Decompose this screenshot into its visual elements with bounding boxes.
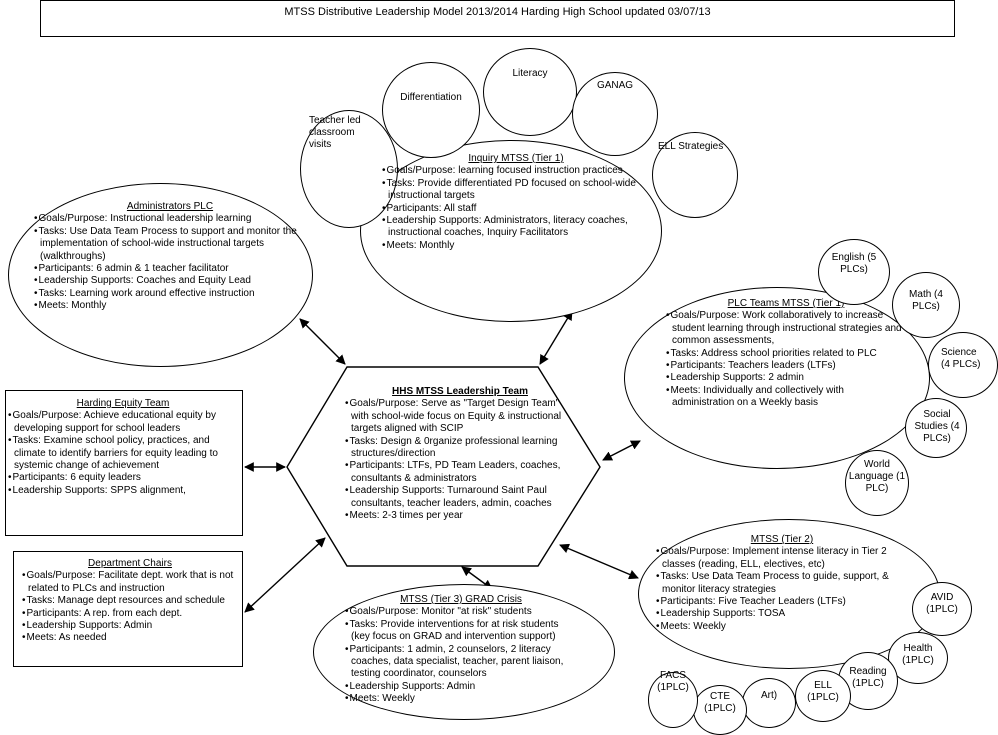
tier3-item: Tasks: Provide interventions for at risk… [345, 619, 577, 644]
admin-item: Leadership Supports: Coaches and Equity … [34, 275, 306, 287]
teacher-led-label: Teacher led classroom visits [309, 115, 361, 150]
plc-heading: PLC Teams MTSS (Tier 1) [727, 298, 845, 309]
plc-item: Participants: Teachers leaders (LTFs) [666, 360, 906, 372]
bubble-world-language [845, 450, 909, 516]
dept-heading: Department Chairs [88, 558, 172, 569]
bubble-math [892, 272, 960, 338]
english-label: English (5 PLCs) [831, 252, 877, 275]
world-language-label: World Language (1 PLC) [848, 459, 906, 494]
arrow-tier2 [559, 543, 639, 580]
inquiry-item: Goals/Purpose: learning focused instruct… [382, 165, 650, 177]
bubble-literacy [483, 48, 577, 136]
ell-label: ELL (1PLC) [807, 680, 839, 703]
equity-text: Harding Equity Team Goals/Purpose: Achie… [8, 398, 238, 497]
inquiry-heading: Inquiry MTSS (Tier 1) [468, 153, 564, 164]
plc-item: Meets: Individually and collectively wit… [666, 385, 906, 410]
inquiry-item: Tasks: Provide differentiated PD focused… [382, 178, 650, 203]
inquiry-text: Inquiry MTSS (Tier 1) Goals/Purpose: lea… [382, 153, 650, 252]
inquiry-item: Participants: All staff [382, 203, 650, 215]
plc-item: Goals/Purpose: Work collaboratively to i… [666, 310, 906, 347]
tier2-item: Meets: Weekly [656, 621, 908, 633]
center-item: Participants: LTFs, PD Team Leaders, coa… [345, 460, 575, 485]
ell-strategies-label: ELL Strategies [658, 141, 724, 152]
health-label: Health (1PLC) [902, 643, 934, 666]
science-label: Science (4 PLCs) [941, 347, 981, 370]
equity-item: Participants: 6 equity leaders [8, 472, 238, 484]
equity-item: Goals/Purpose: Achieve educational equit… [8, 410, 238, 435]
cte-label: CTE (1PLC) [704, 691, 736, 714]
center-item: Meets: 2-3 times per year [345, 510, 575, 522]
bubble-facs [648, 672, 698, 728]
tier2-text: MTSS (Tier 2) Goals/Purpose: Implement i… [656, 534, 908, 633]
reading-label: Reading (1PLC) [849, 666, 887, 689]
bubble-health [888, 632, 948, 684]
bubble-ell [795, 670, 851, 722]
tier2-heading: MTSS (Tier 2) [750, 534, 814, 545]
ganag-label: GANAG [596, 80, 634, 91]
arrow-plc [602, 440, 641, 461]
dept-text: Department Chairs Goals/Purpose: Facilit… [22, 558, 238, 645]
center-item: Tasks: Design & 0rganize professional le… [345, 436, 575, 461]
math-label: Math (4 PLCs) [909, 289, 943, 312]
dept-item: Goals/Purpose: Facilitate dept. work tha… [22, 570, 238, 595]
inquiry-item: Leadership Supports: Administrators, lit… [382, 215, 650, 240]
plc-text: PLC Teams MTSS (Tier 1) Goals/Purpose: W… [666, 298, 906, 410]
admin-item: Tasks: Learning work around effective in… [34, 288, 306, 300]
inquiry-item: Meets: Monthly [382, 240, 650, 252]
arrow-admin [299, 318, 346, 365]
center-item: Goals/Purpose: Serve as "Target Design T… [345, 398, 575, 435]
center-item: Leadership Supports: Turnaround Saint Pa… [345, 485, 575, 510]
plc-item: Leadership Supports: 2 admin [666, 372, 906, 384]
admin-item: Goals/Purpose: Instructional leadership … [34, 213, 306, 225]
admin-item: Meets: Monthly [34, 300, 306, 312]
plc-item: Tasks: Address school priorities related… [666, 348, 906, 360]
equity-heading: Harding Equity Team [76, 398, 170, 409]
bubble-english [818, 239, 890, 305]
tier2-item: Participants: Five Teacher Leaders (LTFs… [656, 596, 908, 608]
tier3-text: MTSS (Tier 3) GRAD Crisis Goals/Purpose:… [345, 594, 577, 706]
admin-heading: Administrators PLC [126, 201, 214, 212]
avid-label: AVID (1PLC) [926, 592, 958, 615]
center-text: HHS MTSS Leadership Team Goals/Purpose: … [345, 386, 575, 522]
arrow-inquiry [539, 310, 573, 365]
diagram-title: MTSS Distributive Leadership Model 2013/… [40, 0, 955, 37]
tier3-item: Participants: 1 admin, 2 counselors, 2 l… [345, 644, 577, 681]
equity-item: Leadership Supports: SPPS alignment, [8, 485, 238, 497]
bubble-ganag [572, 72, 658, 156]
dept-item: Participants: A rep. from each dept. [22, 608, 238, 620]
literacy-label: Literacy [512, 68, 548, 79]
bubble-ell-strategies [652, 132, 738, 218]
dept-item: Meets: As needed [22, 632, 238, 644]
social-studies-label: Social Studies (4 PLCs) [914, 409, 960, 444]
dept-item: Leadership Supports: Admin [22, 620, 238, 632]
bubble-art [742, 678, 796, 728]
bubble-differentiation [382, 62, 480, 158]
tier3-item: Goals/Purpose: Monitor "at risk" student… [345, 606, 577, 618]
arrow-dept [244, 537, 326, 613]
differentiation-label: Differentiation [400, 92, 462, 103]
bubble-social-studies [905, 398, 967, 458]
tier2-item: Goals/Purpose: Implement intense literac… [656, 546, 908, 571]
facs-label: FACS (1PLC) [657, 670, 689, 693]
center-heading: HHS MTSS Leadership Team [392, 386, 528, 397]
tier3-item: Leadership Supports: Admin [345, 681, 577, 693]
bubble-avid [912, 582, 972, 636]
tier3-item: Meets: Weekly [345, 693, 577, 705]
tier3-heading: MTSS (Tier 3) GRAD Crisis [400, 594, 522, 605]
tier2-item: Tasks: Use Data Team Process to guide, s… [656, 571, 908, 596]
dept-item: Tasks: Manage dept resources and schedul… [22, 595, 238, 607]
admin-text: Administrators PLC Goals/Purpose: Instru… [34, 201, 306, 313]
bubble-science [928, 332, 998, 398]
tier2-item: Leadership Supports: TOSA [656, 608, 908, 620]
equity-item: Tasks: Examine school policy, practices,… [8, 435, 238, 472]
admin-item: Tasks: Use Data Team Process to support … [34, 226, 306, 263]
art-label: Art) [760, 690, 778, 701]
admin-item: Participants: 6 admin & 1 teacher facili… [34, 263, 306, 275]
